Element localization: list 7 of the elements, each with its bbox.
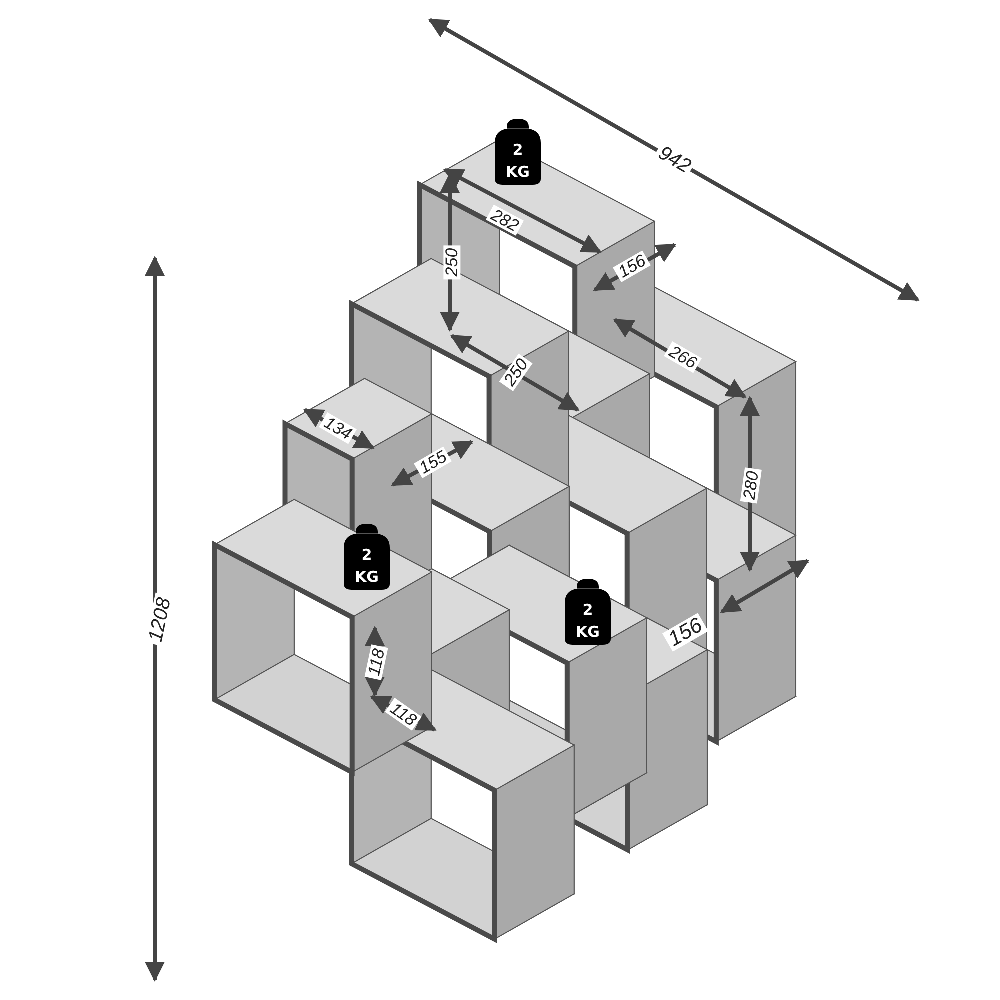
weight-label: 2 KG (505, 140, 531, 183)
weight-label: 2 KG (354, 545, 380, 588)
weight (342, 522, 392, 592)
weight (563, 577, 613, 647)
dimension-label: 250 (444, 244, 460, 280)
weight-label: 2 KG (575, 600, 601, 643)
weight (493, 117, 543, 187)
